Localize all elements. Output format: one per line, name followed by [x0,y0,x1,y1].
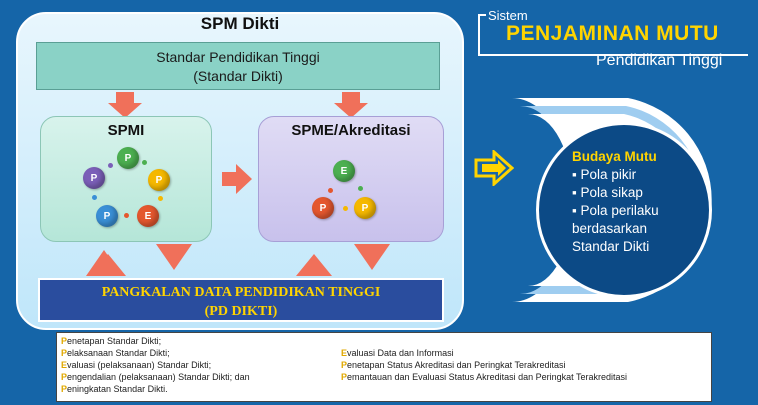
budaya-mutu-text: Budaya Mutu ▪ Pola pikir ▪ Pola sikap ▪ … [572,148,712,256]
standar-line-1: Standar Pendidikan Tinggi [156,49,320,65]
pendidikan-tinggi-subtitle: Pendidikan Tinggi [596,52,723,69]
standar-dikti-box: Standar Pendidikan Tinggi (Standar Dikti… [36,42,440,90]
legend-item: Peningkatan Standar Dikti. [61,384,168,394]
pd-dikti-line-1: PANGKALAN DATA PENDIDIKAN TINGGI [101,285,381,300]
legend-item: Penetapan Standar Dikti; [61,336,162,346]
budaya-mutu-circle [536,122,712,298]
budaya-item-pola-pikir: ▪ Pola pikir [572,167,637,182]
header-bracket-bottom [478,54,748,56]
legend-box: Penetapan Standar Dikti; Pelaksanaan Sta… [56,332,712,402]
spme-ball-evaluasi: E [333,160,355,182]
spmi-title: SPMI [107,122,145,139]
legend-item: Evaluasi (pelaksanaan) Standar Dikti; [61,360,212,370]
down-arrow-spmi [108,92,142,118]
spmi-ball-pelaksanaan: P [83,167,105,189]
spme-ball-penetapan: P [312,197,334,219]
pd-dikti-line-2: (PD DIKTI) [204,304,278,319]
spme-title: SPME/Akreditasi [291,122,411,139]
legend-spmi-column: Penetapan Standar Dikti; Pelaksanaan Sta… [61,335,250,395]
right-arrow-spmi-spme [222,164,252,199]
spmi-ball-pengendalian: P [148,169,170,191]
spmi-box [40,116,212,242]
cycle-dot [108,163,113,168]
cycle-dot [343,206,348,211]
budaya-mutu-title: Budaya Mutu [572,149,657,164]
cycle-dot [328,188,333,193]
header-bracket-vertical [478,14,480,56]
legend-spme-column: Evaluasi Data dan Informasi Penetapan St… [341,347,627,383]
spme-ball-pemantauan: P [354,197,376,219]
cycle-dot [358,186,363,191]
cycle-dot [92,195,97,200]
spmi-ball-peningkatan: P [96,205,118,227]
spm-dikti-title: SPM Dikti [200,14,280,33]
penjaminan-mutu-title: PENJAMINAN MUTU [506,22,719,45]
legend-item: Penetapan Status Akreditasi dan Peringka… [341,360,566,370]
legend-item: Evaluasi Data dan Informasi [341,348,454,358]
spmi-ball-penetapan: P [117,147,139,169]
legend-item: Pengendalian (pelaksanaan) Standar Dikti… [61,372,250,382]
legend-item: Pelaksanaan Standar Dikti; [61,348,170,358]
legend-item: Pemantauan dan Evaluasi Status Akreditas… [341,372,628,382]
cycle-dot [158,196,163,201]
pd-dikti-box: PANGKALAN DATA PENDIDIKAN TINGGI (PD DIK… [38,278,444,322]
budaya-standar-dikti: Standar Dikti [572,239,650,254]
standar-line-2: (Standar Dikti) [193,68,283,84]
yellow-right-arrow [474,148,515,191]
budaya-item-pola-sikap: ▪ Pola sikap [572,185,643,200]
cycle-dot [124,213,129,218]
down-arrow-spme [334,92,368,118]
cycle-dot [142,160,147,165]
sistem-label: Sistem [488,8,528,23]
budaya-item-pola-perilaku: ▪ Pola perilaku [572,203,659,218]
spmi-ball-evaluasi: E [137,205,159,227]
updown-arrow-left [86,244,196,281]
updown-arrow-right [292,244,402,281]
header-bracket-top [478,14,486,16]
budaya-berdasarkan: berdasarkan [572,221,648,236]
